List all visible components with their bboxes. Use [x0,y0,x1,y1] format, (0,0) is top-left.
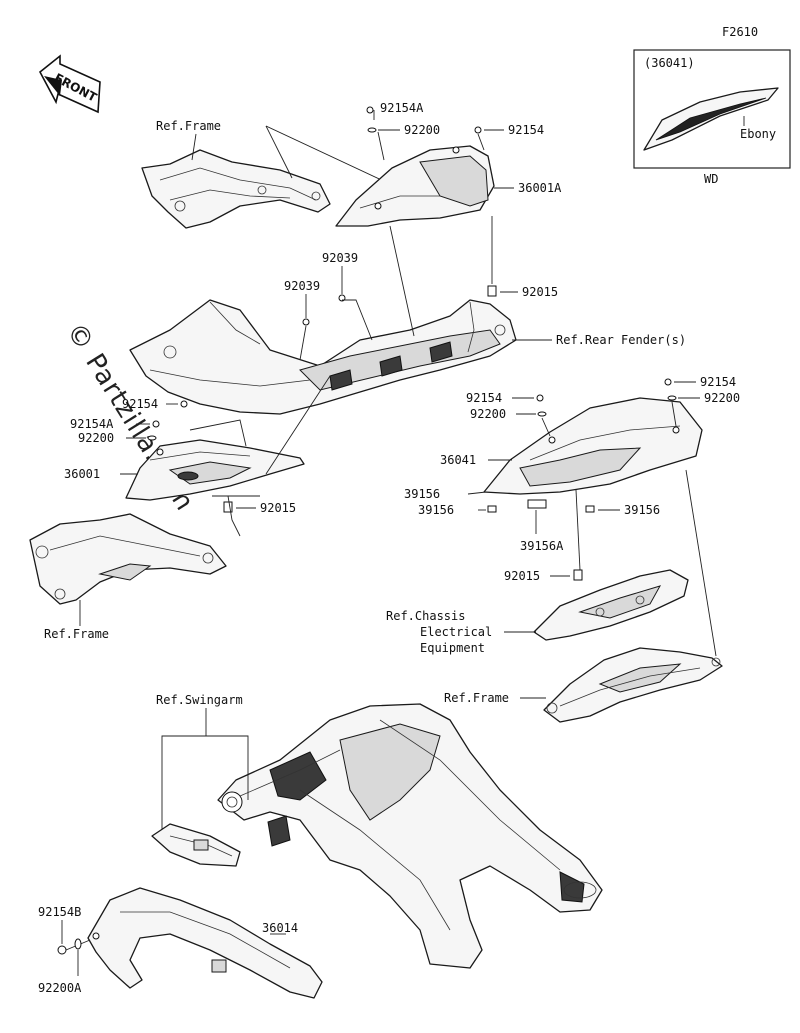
inset-cowl-stripe [655,97,767,141]
swingarm [217,703,603,969]
label-92200-left: 92200 [78,431,114,445]
label-39156A: 39156A [520,539,564,553]
label-36001: 36001 [64,467,100,481]
label-92039-a: 92039 [322,251,358,265]
inset-box: (36041) Ebony WD [633,49,791,186]
figure-code: F2610 [722,25,758,39]
chassis-electrical-tray [533,569,689,641]
label-92200-right: 92200 [704,391,740,405]
label-ref-frame-left: Ref.Frame [44,627,109,641]
part-36001-side-cowl [125,439,305,501]
label-39156-a: 39156 [404,487,440,501]
label-92200-top: 92200 [404,123,440,137]
frame-lower-right [543,647,723,723]
label-92154-mid: 92154 [466,391,502,405]
label-92154-top: 92154 [508,123,544,137]
label-36014: 36014 [262,921,298,935]
inset-variant: WD [704,172,718,186]
label-36041: 36041 [440,453,476,467]
label-92015-top: 92015 [522,285,558,299]
label-92039-b: 92039 [284,279,320,293]
frame-top-left [141,149,331,229]
front-arrow-icon: FRONT [38,54,101,114]
label-92200A: 92200A [38,981,82,995]
label-ref-rear-fender: Ref.Rear Fender(s) [556,333,686,347]
label-92154-right: 92154 [700,375,736,389]
label-39156-c: 39156 [624,503,660,517]
label-92015-left: 92015 [260,501,296,515]
label-92154-left: 92154 [122,397,158,411]
label-39156-b: 39156 [418,503,454,517]
inset-color-label: Ebony [740,127,776,141]
label-92154B: 92154B [38,905,81,919]
label-ref-frame-right: Ref.Frame [444,691,509,705]
chain-guard-plate [151,823,241,867]
part-36041-seat-cowl [483,397,703,495]
frame-lower-left [29,513,227,605]
label-ref-frame-top: Ref.Frame [156,119,221,133]
part-36014-chain-cover [87,887,323,999]
rear-fender-assembly [129,299,517,415]
part-36001A-top-cowl [335,145,495,227]
inset-part-ref: (36041) [644,56,695,70]
label-ref-chassis-3: Equipment [420,641,485,655]
label-ref-chassis-2: Electrical [420,625,492,639]
label-ref-chassis-1: Ref.Chassis [386,609,465,623]
label-36001A: 36001A [518,181,562,195]
label-92154A-left: 92154A [70,417,114,431]
label-92200-mid: 92200 [470,407,506,421]
label-ref-swingarm: Ref.Swingarm [156,693,243,707]
label-92015-mid: 92015 [504,569,540,583]
inset-frame [633,49,791,169]
label-92154A-top: 92154A [380,101,424,115]
